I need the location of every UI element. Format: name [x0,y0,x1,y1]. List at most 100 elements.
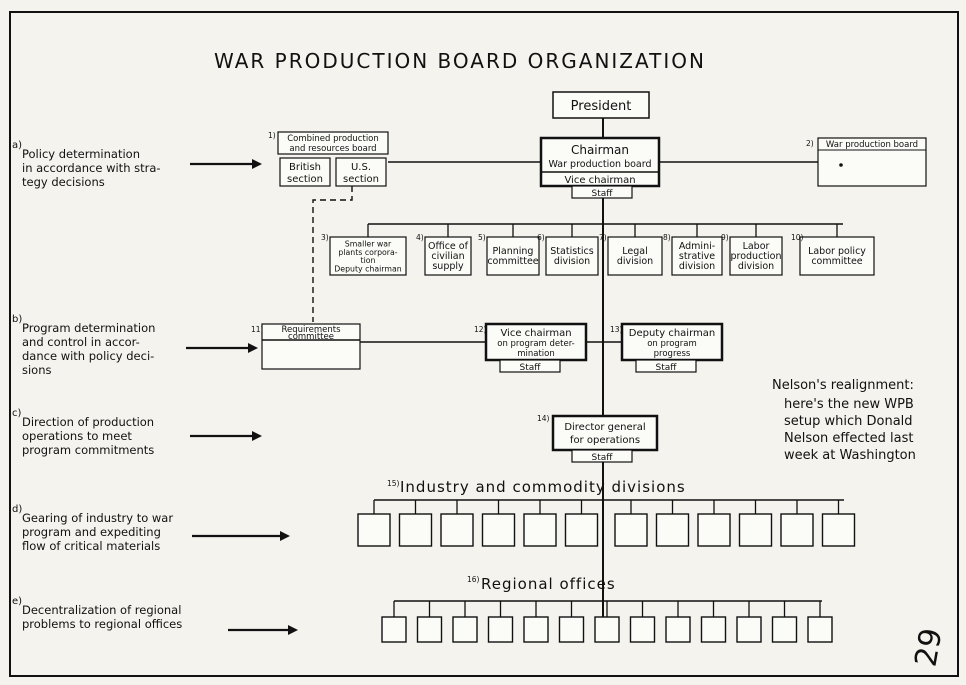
regional-office-box [381,601,407,643]
side-note-line: and control in accor- [22,335,140,349]
regional-office-box [665,601,691,643]
industry-division-box [398,500,433,547]
division-number: 4) [416,233,424,242]
side-note-line: Decentralization of regional [22,603,181,617]
side-note-line: flow of critical materials [22,539,160,553]
division-label: Legal [622,246,647,257]
division-label: supply [432,261,464,272]
regional-office-box [771,601,798,643]
regional-office-box [487,601,514,643]
industry-division-box [780,500,814,547]
division-label: Statistics [550,246,593,257]
req-number: 11) [251,325,264,334]
division-number: 3) [321,233,329,242]
dg-staff-box: Staff [571,449,633,463]
side-note-line: Direction of production [22,415,154,429]
deputy-chairman-program-box: Deputy chairman on program progress [620,322,724,362]
division-label: production [730,251,781,262]
british-label-2: section [287,174,323,185]
british-label-1: British [289,162,321,173]
division-label: Planning [493,246,534,257]
chairman-sub-label: War production board [549,159,652,170]
industry-division-box [614,500,648,547]
side-note-line: Program determination [22,321,155,335]
dg-label-1: Director general [564,422,645,433]
side-note-line: in accordance with stra- [22,161,161,175]
war-production-board-box: War production board [817,137,927,187]
side-note-line: Policy determination [22,147,140,161]
chairman-label: Chairman [571,143,629,157]
us-label-2: section [343,174,379,185]
industry-division-box [440,500,474,547]
note-line-1: Nelson's realignment: [772,378,914,393]
division-label: Admini- [679,241,715,252]
dg-label-2: for operations [570,435,640,446]
industry-number: 15) [387,479,400,488]
crb-label-2: and resources board [289,144,376,154]
crb-label-1: Combined production [287,134,379,144]
note-line-4: Nelson effected last [784,431,913,446]
division-number: 9) [721,233,729,242]
division-label: committee [811,256,862,267]
british-section-box: British section [279,157,331,187]
note-line-5: week at Washington [784,448,916,463]
industry-division-box [655,500,690,547]
arrow-head [280,531,290,541]
dashed-link [312,186,353,322]
president-label: President [571,99,632,114]
industry-division-box [481,500,516,547]
crb-number: 1) [268,131,276,140]
industry-division-box [564,500,599,547]
division-label: Office of [428,241,469,252]
vc-prog-staff-box: Staff [499,359,561,373]
division-number: 7) [599,233,607,242]
vc-prog-label-3: mination [517,349,555,359]
regional-group [381,601,833,643]
side-note-letter: c) [12,408,21,419]
us-label-1: U.S. [351,162,371,173]
regional-office-box [736,601,762,643]
regional-office-box [807,601,833,643]
page-frame [9,11,959,677]
arrow-head [288,625,298,635]
division-number: 8) [663,233,671,242]
dc-prog-label-2: on program [647,339,697,349]
division-number: 6) [537,233,545,242]
side-note-line: sions [22,363,52,377]
division-label: division [554,256,590,267]
chairman-staff-label: Staff [592,189,614,199]
dc-prog-label-1: Deputy chairman [629,328,715,339]
director-general-box: Director general for operations [551,414,659,452]
regional-number: 16) [467,575,480,584]
dc-prog-number: 13) [610,325,623,334]
division-label: division [617,256,653,267]
arrow-head [252,431,262,441]
division-label: Labor [743,241,770,252]
regional-heading: Regional offices [481,575,616,593]
side-note-letter: a) [12,140,22,151]
side-note-letter: d) [12,504,22,515]
side-note-line: program and expediting [22,525,161,539]
regional-office-box [558,601,585,643]
industry-division-box [357,500,391,547]
regional-office-box [594,601,620,643]
side-note-letter: b) [12,314,22,325]
dc-prog-staff-box: Staff [635,359,697,373]
division-label: plants corpora- [338,248,397,257]
industry-division-box [738,500,773,547]
president-box: President [552,91,650,119]
arrow-head [252,159,262,169]
note-line-2: here's the new WPB [784,397,914,412]
side-note-letter: e) [12,596,22,607]
us-section-box: U.S. section [335,157,387,187]
division-label: tion [361,256,376,265]
division-label: committee [487,256,538,267]
dc-prog-staff-label: Staff [656,363,678,373]
